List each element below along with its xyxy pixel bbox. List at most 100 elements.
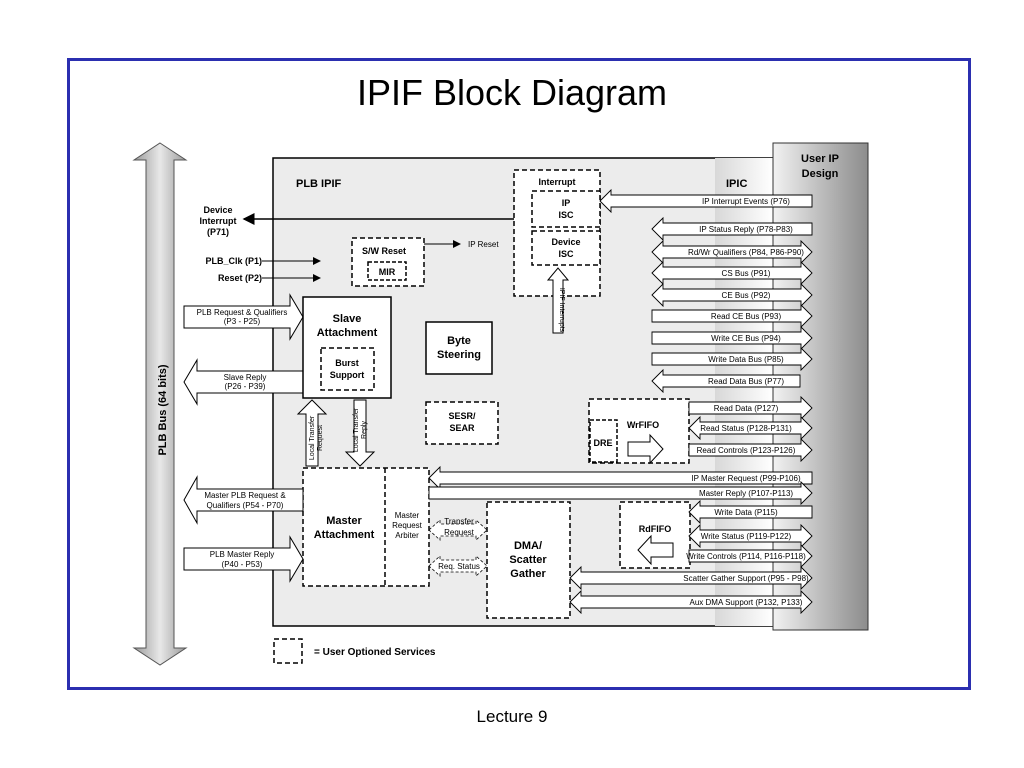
ipic-ip-master-request-label: IP Master Request (P99-P106) [691, 474, 801, 483]
plb-bus: PLB Bus (64 bits) [132, 142, 188, 666]
slave-attachment: Slave Attachment Burst Support [302, 296, 392, 399]
dma-line3: Gather [510, 568, 546, 580]
arbiter-line2: Request [392, 521, 423, 530]
ipic-read-data-bus-label: Read Data Bus (P77) [708, 377, 784, 386]
master-attachment-line1: Master [326, 515, 362, 527]
ipic-write-status-arrow [688, 523, 813, 549]
ipic-read-ce-bus-label: Read CE Bus (P93) [711, 312, 782, 321]
ipic-write-controls-label: Write Controls (P114, P116-P118) [686, 552, 806, 561]
wrfifo-module: WrFIFO DRE [588, 398, 690, 465]
user-ip-design-line1: User IP [801, 153, 839, 165]
ipic-write-data-arrow [688, 499, 813, 525]
plb-request-arrow: PLB Request & Qualifiers (P3 - P25) [183, 293, 304, 341]
device-interrupt-line3: (P71) [207, 227, 229, 237]
slave-attachment-line1: Slave [333, 313, 362, 325]
dre-block [589, 419, 618, 463]
local-transfer-request-line1: Local Transfer [309, 415, 316, 460]
legend: = User Optioned Services [273, 638, 436, 664]
ip-isc-line2: ISC [558, 210, 574, 220]
ipic-read-ce-bus-arrow [651, 303, 813, 329]
rdfifo-module: RdFIFO [619, 501, 691, 569]
slave-attachment-line2: Attachment [317, 327, 378, 339]
sesr-sear-line2: SEAR [449, 423, 475, 433]
slave-reply-line1: Slave Reply [224, 373, 267, 382]
slide-title: IPIF Block Diagram [356, 72, 668, 113]
ipic-aux-dma-support-label: Aux DMA Support (P132, P133) [690, 598, 803, 607]
local-transfer-request-arrow: Local Transfer Request [296, 399, 328, 467]
burst-support-line2: Support [330, 370, 365, 380]
byte-steering-line1: Byte [447, 335, 471, 347]
mir-block [367, 261, 407, 281]
ipic-region [715, 158, 773, 626]
reset-label: Reset (P2) [218, 273, 262, 283]
byte-steering-line2: Steering [437, 349, 481, 361]
arbiter-line3: Arbiter [395, 531, 419, 540]
ipic-cs-bus-arrow [651, 260, 813, 286]
ipif-interrupts-arrow: IPIF Interrupts [546, 267, 570, 334]
local-transfer-reply-line1: Local Transfer [353, 407, 360, 452]
ipic-aux-dma-support-arrow [569, 589, 813, 615]
req-status-label: Req. Status [438, 562, 480, 571]
plb-clk-label: PLB_Clk (P1) [205, 256, 262, 266]
dre-label: DRE [593, 438, 612, 448]
ip-reset-label: IP Reset [468, 240, 499, 249]
slide-footer: Lecture 9 [476, 707, 548, 726]
burst-support-block [320, 347, 375, 391]
slave-reply-arrow: Slave Reply (P26 - P39) [183, 358, 304, 406]
rdfifo-label: RdFIFO [639, 524, 672, 534]
ipic-rdwr-qualifiers-label: Rd/Wr Qualifiers (P84, P86-P90) [688, 248, 804, 257]
ip-isc-block [531, 190, 601, 228]
dma-line1: DMA/ [514, 540, 542, 552]
ipic-ip-interrupt-events-label: IP Interrupt Events (P76) [702, 197, 790, 206]
dma-line2: Scatter [509, 554, 547, 566]
transfer-request-arrow: Transfer Request [428, 517, 488, 541]
legend-label: = User Optioned Services [314, 647, 436, 658]
local-transfer-reply-line2: Reply [361, 421, 368, 439]
plb-master-reply-line1: PLB Master Reply [210, 550, 274, 559]
ipic-read-data-label: Read Data (P127) [714, 404, 779, 413]
slave-reply-line2: (P26 - P39) [225, 382, 266, 391]
local-transfer-reply-arrow: Local Transfer Reply [344, 399, 376, 467]
transfer-request-line1: Transfer [444, 517, 474, 526]
ipic-rdwr-qualifiers-arrow [651, 239, 813, 265]
ipic-write-status-label: Write Status (P119-P122) [701, 532, 792, 541]
rdfifo-arrow [637, 534, 674, 566]
ipic-ip-status-reply-arrow [651, 216, 813, 242]
master-plb-request-line1: Master PLB Request & [204, 491, 286, 500]
sesr-sear: SESR/ SEAR [425, 401, 499, 445]
ipic-read-data-arrow [688, 395, 813, 421]
wrfifo-label: WrFIFO [627, 420, 659, 430]
dma-scatter-gather: DMA/ Scatter Gather [486, 501, 571, 619]
device-interrupt-line1: Device [203, 205, 232, 215]
sw-reset-module: S/W Reset MIR [351, 237, 425, 287]
device-isc-line1: Device [551, 237, 580, 247]
ipic-signal-arrows: IP Interrupt Events (P76)IP Status Reply… [428, 188, 813, 615]
ipic-master-reply-label: Master Reply (P107-P113) [699, 489, 793, 498]
req-status-arrow: Req. Status [428, 555, 488, 577]
plb-bus-label: PLB Bus (64 bits) [157, 364, 169, 455]
ip-isc-line1: IP [562, 198, 571, 208]
ipic-write-ce-bus-label: Write CE Bus (P94) [711, 334, 781, 343]
ipic-master-reply-arrow [428, 480, 813, 506]
ipic-read-controls-label: Read Controls (P123-P126) [697, 446, 796, 455]
ipif-interrupts-label: IPIF Interrupts [558, 288, 565, 333]
device-interrupt-line2: Interrupt [200, 216, 237, 226]
device-isc-block [531, 230, 601, 266]
ipic-write-controls-arrow [688, 543, 813, 569]
ipic-ce-bus-arrow [651, 282, 813, 308]
ipic-ip-interrupt-events-arrow [599, 188, 813, 214]
ipic-read-status-arrow [688, 415, 813, 441]
ipic-write-data-bus-arrow [651, 346, 813, 372]
wrfifo-arrow [627, 433, 664, 465]
ipic-cs-bus-label: CS Bus (P91) [722, 269, 771, 278]
mir-label: MIR [379, 267, 396, 277]
plb-ipif-label: PLB IPIF [296, 178, 342, 190]
ipic-write-data-label: Write Data (P115) [714, 508, 778, 517]
master-attachment-line2: Attachment [314, 529, 375, 541]
ipic-write-ce-bus-arrow [651, 325, 813, 351]
ipic-scatter-gather-support-arrow [569, 565, 813, 591]
ipic-write-data-bus-label: Write Data Bus (P85) [708, 355, 784, 364]
plb-master-reply-arrow: PLB Master Reply (P40 - P53) [183, 535, 304, 583]
interrupt-module: Interrupt IP ISC Device ISC [513, 169, 601, 297]
